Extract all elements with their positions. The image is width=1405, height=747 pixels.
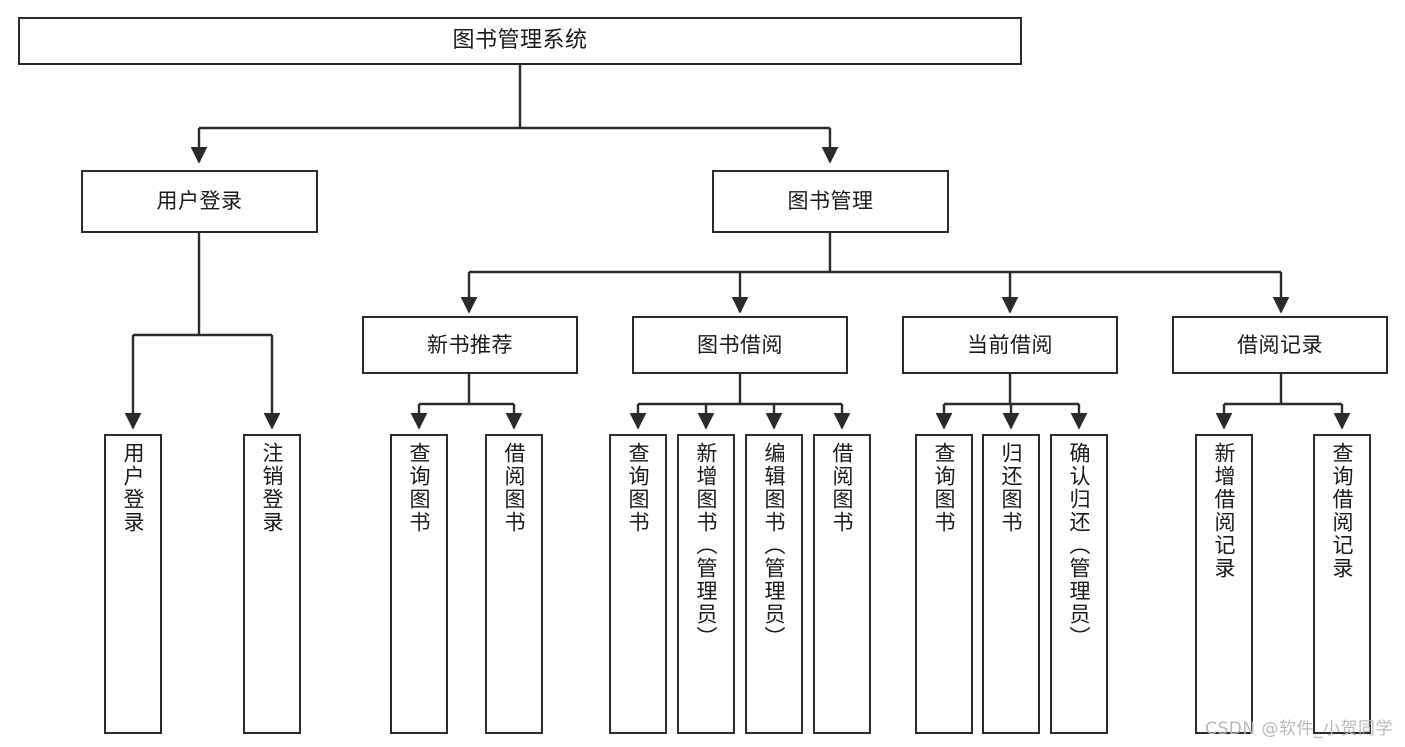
node-book-borrow[interactable]: 图书借阅 <box>632 316 848 374</box>
leaf-new-query-book[interactable]: 查询图书 <box>390 434 448 734</box>
node-label: 借阅图书 <box>502 442 527 534</box>
watermark-text: CSDN @软件_小贺同学 <box>1205 719 1393 739</box>
node-book-management[interactable]: 图书管理 <box>712 170 949 233</box>
leaf-borrow-edit-book[interactable]: 编辑图书（管理员） <box>745 434 803 734</box>
leaf-user-logout[interactable]: 注销登录 <box>243 434 301 734</box>
node-label: 用户登录 <box>156 189 243 214</box>
node-label: 查询借阅记录 <box>1330 442 1355 580</box>
node-label: 编辑图书（管理员） <box>762 442 787 649</box>
node-borrow-record[interactable]: 借阅记录 <box>1172 316 1388 374</box>
node-label: 新增借阅记录 <box>1212 442 1237 580</box>
leaf-borrow-query-book[interactable]: 查询图书 <box>609 434 667 734</box>
leaf-current-return-book[interactable]: 归还图书 <box>982 434 1040 734</box>
leaf-record-query[interactable]: 查询借阅记录 <box>1313 434 1371 734</box>
node-label: 查询图书 <box>626 442 651 534</box>
node-label: 新增图书（管理员） <box>694 442 719 649</box>
node-label: 用户登录 <box>121 442 146 534</box>
node-label: 图书管理系统 <box>452 28 588 54</box>
leaf-current-query-book[interactable]: 查询图书 <box>915 434 973 734</box>
node-label: 借阅记录 <box>1237 332 1323 357</box>
node-current-borrow[interactable]: 当前借阅 <box>902 316 1118 374</box>
node-label: 图书借阅 <box>697 332 783 357</box>
node-new-book-recommend[interactable]: 新书推荐 <box>362 316 578 374</box>
leaf-borrow-borrow-book[interactable]: 借阅图书 <box>813 434 871 734</box>
node-label: 查询图书 <box>407 442 432 534</box>
node-label: 图书管理 <box>787 189 874 214</box>
node-user-login[interactable]: 用户登录 <box>81 170 318 233</box>
node-root-system[interactable]: 图书管理系统 <box>18 17 1022 65</box>
leaf-record-add[interactable]: 新增借阅记录 <box>1195 434 1253 734</box>
node-label: 当前借阅 <box>967 332 1053 357</box>
node-label: 新书推荐 <box>427 332 513 357</box>
node-label: 注销登录 <box>260 442 285 534</box>
leaf-borrow-add-book[interactable]: 新增图书（管理员） <box>677 434 735 734</box>
node-label: 归还图书 <box>999 442 1024 534</box>
node-label: 确认归还（管理员） <box>1067 442 1092 649</box>
node-label: 查询图书 <box>932 442 957 534</box>
leaf-new-borrow-book[interactable]: 借阅图书 <box>485 434 543 734</box>
node-label: 借阅图书 <box>830 442 855 534</box>
leaf-current-confirm-return[interactable]: 确认归还（管理员） <box>1050 434 1108 734</box>
leaf-user-login[interactable]: 用户登录 <box>104 434 162 734</box>
